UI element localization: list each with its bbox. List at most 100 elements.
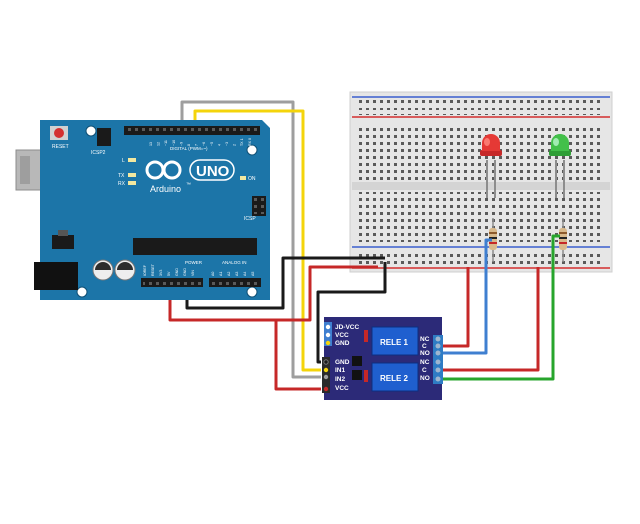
voltage-regulator (52, 235, 74, 249)
pin-label: RX 0 (248, 138, 252, 146)
led-rim (549, 150, 571, 156)
mounting-hole (76, 286, 88, 298)
pin-label: GND (175, 268, 179, 276)
pin-label-gnd: GND (335, 340, 350, 347)
digital-label: DIGITAL (PWM=~) (170, 146, 208, 151)
rail-holes (358, 100, 604, 107)
relay-1-label: RELE 1 (380, 338, 409, 347)
resistor-band (559, 237, 567, 239)
pin-label: RESET (151, 263, 155, 276)
rail-holes (358, 250, 604, 257)
icsp2-label: ICSP2 (91, 150, 106, 156)
resistor-2 (559, 218, 567, 262)
pin-label-jd-vcc: JD-VCC (335, 324, 360, 331)
wire-green (441, 234, 560, 381)
resistor-1 (489, 218, 497, 262)
wire-black (316, 262, 387, 364)
wire-red (441, 267, 470, 348)
pin (325, 340, 331, 346)
mounting-hole (246, 286, 258, 298)
pin-label-in2: IN2 (335, 376, 346, 383)
pin (323, 367, 329, 373)
pin-label: 8 (187, 144, 191, 146)
pin-label: A5 (251, 272, 255, 276)
mounting-hole (85, 125, 97, 137)
led-rx-label: RX (118, 181, 126, 187)
pin-label: A4 (243, 272, 247, 276)
led-tx (128, 173, 136, 177)
terminal-label-nc: NC (420, 336, 430, 343)
pin (323, 386, 329, 392)
relay-1 (371, 326, 419, 356)
terminal-label-nc: NC (420, 359, 430, 366)
pin-label: ~10 (172, 140, 176, 146)
pin-label-gnd: GND (335, 359, 350, 366)
uno-badge (189, 159, 235, 181)
pin-label: TX 1 (240, 138, 244, 146)
reset-button-cap (54, 128, 64, 138)
resistor-band (559, 232, 567, 234)
pin (325, 324, 331, 330)
mounting-hole (246, 144, 258, 156)
wire-blue (441, 238, 492, 355)
resistor-band (489, 237, 497, 239)
uno-label: UNO (196, 163, 230, 180)
capacitor-top (95, 262, 111, 270)
led-tx-label: TX (118, 173, 125, 179)
relay-2 (371, 362, 419, 392)
pin-label-vcc: VCC (335, 385, 349, 392)
pin (323, 374, 329, 380)
screw (435, 359, 441, 365)
led-rx (128, 181, 136, 185)
resistor-band (489, 242, 497, 244)
analog-header-pins (211, 280, 259, 285)
rail-holes (358, 258, 604, 265)
led-l-label: L (122, 158, 125, 164)
logo-ring-right (162, 160, 182, 180)
pin-label-in1: IN1 (335, 367, 346, 374)
resistor-band (559, 242, 567, 244)
analog-label: ANALOG IN (222, 260, 247, 265)
wire-red (276, 265, 378, 322)
pin-label: ~9 (179, 142, 183, 146)
pin-label: 5V (167, 271, 171, 276)
pin-label: 7 (195, 144, 199, 146)
wire-gray (180, 100, 321, 379)
pin-label: 2 (233, 144, 237, 146)
icsp-pins (254, 198, 264, 214)
pin-label: ~11 (164, 140, 168, 146)
screw (435, 376, 441, 382)
regulator-tab (58, 230, 68, 236)
arduino-logo: Arduino ™ (145, 160, 191, 194)
pin-label: 4 (217, 144, 221, 146)
screw (435, 343, 441, 349)
power-label: POWER (185, 260, 203, 265)
led-highlight (484, 138, 490, 146)
pin-label: VIN (191, 270, 195, 276)
wire-red (441, 267, 540, 372)
led-rim (480, 150, 502, 156)
pin-label: A0 (211, 272, 215, 276)
reset-label: RESET (52, 144, 69, 150)
breadboard (349, 91, 613, 273)
pin-label: A3 (235, 272, 239, 276)
logo-tm: ™ (186, 182, 191, 188)
pin-label: IOREF (143, 264, 147, 276)
status-led (364, 330, 368, 342)
transistor (352, 356, 362, 366)
rail-holes (358, 108, 604, 115)
pin (323, 359, 329, 365)
pin-label-vcc: VCC (335, 332, 349, 339)
icsp2-header (97, 128, 111, 146)
status-led (364, 370, 368, 382)
transistor (352, 370, 362, 380)
terminal-label-c: C (422, 367, 427, 374)
pin-label: ~3 (225, 142, 229, 146)
screw (435, 336, 441, 342)
center-channel (352, 182, 610, 190)
screw (435, 350, 441, 356)
